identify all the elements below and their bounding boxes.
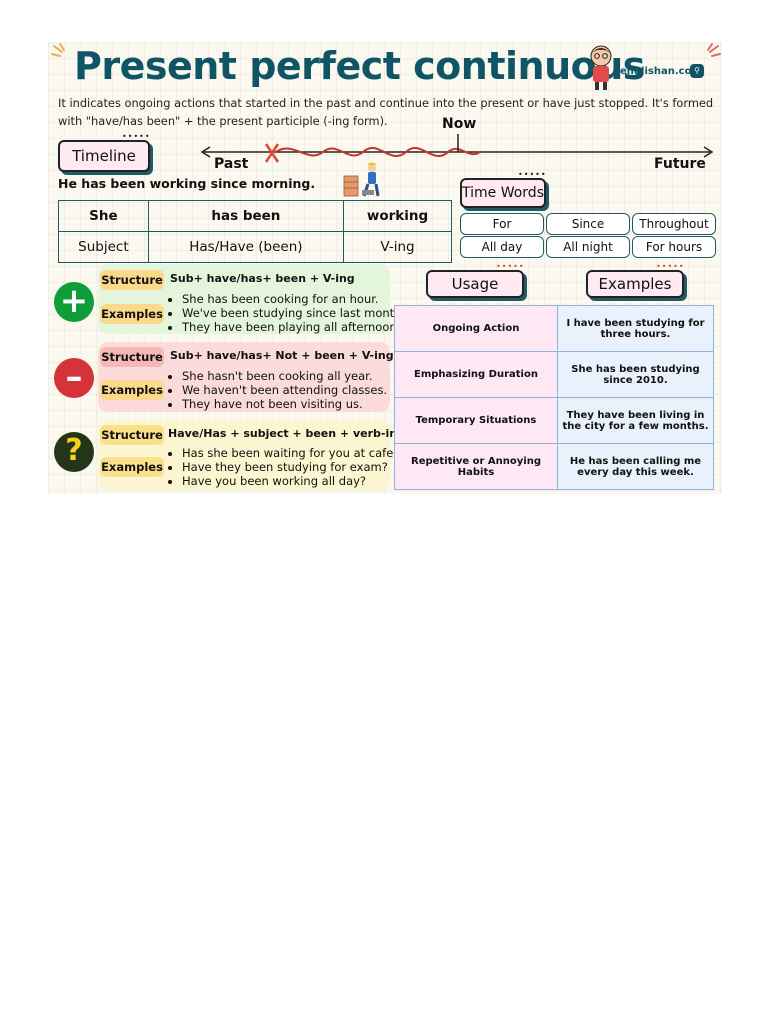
question-formula: Have/Has + subject + been + verb-ing +? bbox=[168, 427, 425, 440]
list-item: They have been playing all afternoon. bbox=[182, 320, 405, 334]
negative-formula: Sub+ have/has+ Not + been + V-ing bbox=[170, 349, 394, 362]
timeline-tag: Timeline bbox=[58, 140, 150, 172]
teacher-mascot-icon bbox=[590, 45, 612, 90]
example-cell: I have been studying for three hours. bbox=[557, 305, 714, 352]
table-row: Temporary Situations They have been livi… bbox=[394, 397, 714, 444]
examples-label: Examples bbox=[100, 304, 164, 324]
infographic: Present perfect continuous englishan.com… bbox=[48, 42, 722, 494]
examples-tag: Examples bbox=[586, 270, 684, 298]
time-word: All day bbox=[460, 236, 544, 258]
time-words-tag: Time Words bbox=[460, 178, 546, 208]
time-word: For hours bbox=[632, 236, 716, 258]
timeline-future-label: Future bbox=[654, 156, 706, 172]
table-header-cell: has been bbox=[147, 200, 345, 232]
structure-parts-table: She has been working Subject Has/Have (b… bbox=[58, 200, 452, 263]
table-cell: V-ing bbox=[343, 231, 452, 263]
positive-formula: Sub+ have/has+ been + V-ing bbox=[170, 272, 355, 285]
brand-name: englishan.com bbox=[620, 66, 702, 77]
table-cell: Has/Have (been) bbox=[147, 231, 345, 263]
timeline-graphic bbox=[200, 134, 714, 163]
examples-label: Examples bbox=[100, 380, 164, 400]
table-cell: Subject bbox=[58, 231, 149, 263]
example-sentence: He has been working since morning. bbox=[58, 176, 316, 191]
table-row: Ongoing Action I have been studying for … bbox=[394, 305, 714, 352]
usage-table: Ongoing Action I have been studying for … bbox=[394, 305, 714, 490]
usage-cell: Temporary Situations bbox=[394, 397, 558, 444]
decor-dots: ••••• bbox=[656, 262, 685, 271]
usage-tag: Usage bbox=[426, 270, 524, 298]
list-item: Has she been waiting for you at cafe? bbox=[182, 446, 399, 460]
search-icon: ⚲ bbox=[690, 64, 704, 78]
example-cell: He has been calling me every day this we… bbox=[557, 443, 714, 490]
intro-text: It indicates ongoing actions that starte… bbox=[58, 96, 714, 128]
examples-label: Examples bbox=[100, 457, 164, 477]
list-item: We haven't been attending classes. bbox=[182, 383, 387, 397]
list-item: Have you been working all day? bbox=[182, 474, 399, 488]
decor-dots: ••••• bbox=[518, 170, 547, 179]
sparkle-icon bbox=[51, 43, 65, 57]
table-row: Emphasizing Duration She has been studyi… bbox=[394, 351, 714, 398]
usage-cell: Repetitive or Annoying Habits bbox=[394, 443, 558, 490]
table-row: Subject Has/Have (been) V-ing bbox=[58, 231, 452, 263]
structure-label: Structure bbox=[100, 425, 164, 445]
table-row: She has been working bbox=[58, 200, 452, 232]
table-row: Repetitive or Annoying Habits He has bee… bbox=[394, 443, 714, 490]
list-item: She has been cooking for an hour. bbox=[182, 292, 405, 306]
list-item: They have not been visiting us. bbox=[182, 397, 387, 411]
time-word: Since bbox=[546, 213, 630, 235]
example-cell: They have been living in the city for a … bbox=[557, 397, 714, 444]
table-header-cell: She bbox=[58, 200, 149, 232]
time-word: Throughout bbox=[632, 213, 716, 235]
question-examples: Has she been waiting for you at cafe? Ha… bbox=[168, 446, 399, 488]
list-item: She hasn't been cooking all year. bbox=[182, 369, 387, 383]
time-word: For bbox=[460, 213, 544, 235]
time-word: All night bbox=[546, 236, 630, 258]
example-cell: She has been studying since 2010. bbox=[557, 351, 714, 398]
negative-examples: She hasn't been cooking all year. We hav… bbox=[168, 369, 387, 411]
decor-dots: ••••• bbox=[122, 132, 151, 141]
sparkle-icon-right bbox=[707, 43, 721, 57]
decor-dots: ••••• bbox=[496, 262, 525, 271]
worker-wall-icon bbox=[343, 162, 380, 197]
structure-label: Structure bbox=[100, 347, 164, 367]
usage-cell: Emphasizing Duration bbox=[394, 351, 558, 398]
list-item: Have they been studying for exam? bbox=[182, 460, 399, 474]
timeline-past-label: Past bbox=[214, 156, 249, 172]
usage-cell: Ongoing Action bbox=[394, 305, 558, 352]
plus-icon: + bbox=[54, 282, 94, 322]
minus-icon: – bbox=[54, 358, 94, 398]
question-mark-icon: ? bbox=[54, 432, 94, 472]
list-item: We've been studying since last month. bbox=[182, 306, 405, 320]
structure-label: Structure bbox=[100, 270, 164, 290]
timeline-now-label: Now bbox=[442, 116, 477, 132]
positive-examples: She has been cooking for an hour. We've … bbox=[168, 292, 405, 334]
page-title: Present perfect continuous bbox=[74, 44, 645, 88]
table-header-cell: working bbox=[343, 200, 452, 232]
